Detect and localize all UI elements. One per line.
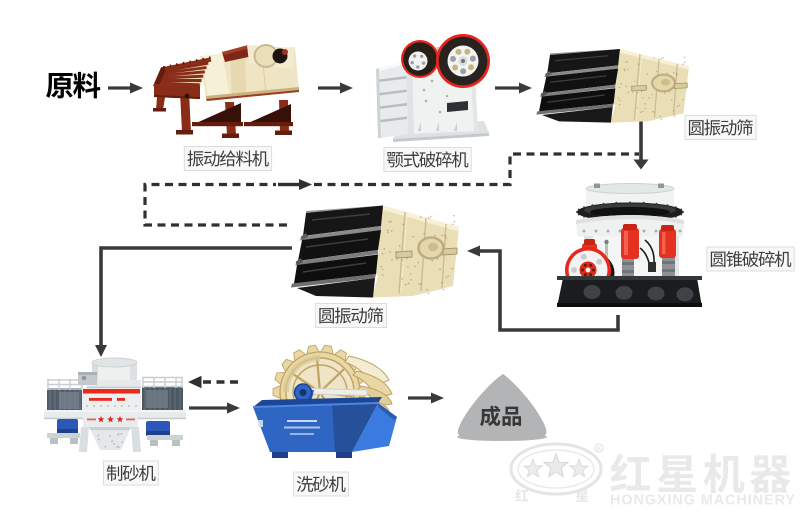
svg-text:HONGXING MACHINERY: HONGXING MACHINERY: [610, 493, 796, 509]
svg-text:R: R: [597, 447, 601, 453]
